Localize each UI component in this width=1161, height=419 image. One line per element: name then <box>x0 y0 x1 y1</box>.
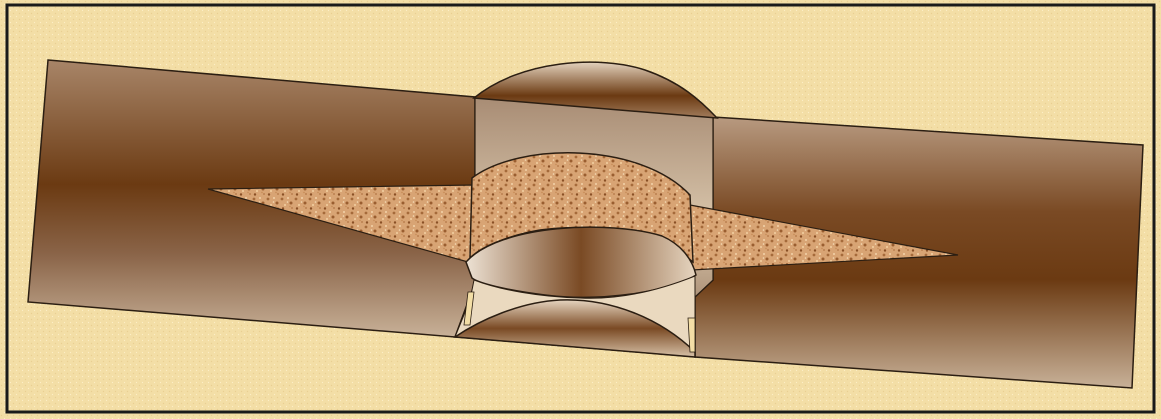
diagram-stage <box>0 0 1161 419</box>
weld-cross-section-diagram <box>0 0 1161 419</box>
